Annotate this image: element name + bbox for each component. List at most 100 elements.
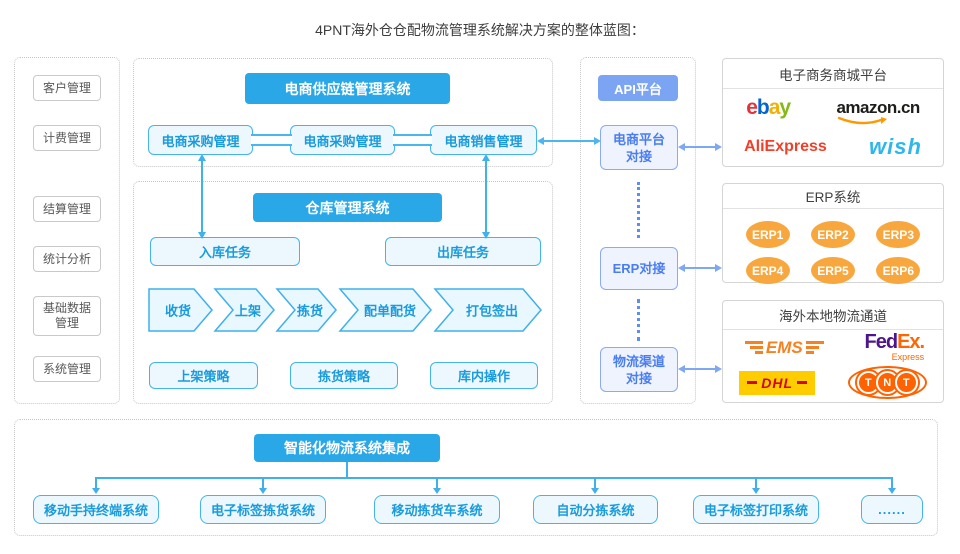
chevron-shape <box>148 288 213 332</box>
double-arrow-sales-api <box>537 137 601 145</box>
ems-text: EMS <box>765 337 803 357</box>
ecommerce-logos: ebay amazon.cn AliExpress wish <box>723 89 943 167</box>
box-connector <box>393 134 432 146</box>
module-box-statistics: 统计分析 <box>33 246 101 272</box>
double-arrow-api-ecommerce <box>678 143 722 151</box>
dhl-text: DHL <box>761 374 794 391</box>
tree-drop-arrow <box>92 479 100 494</box>
module-box-billing: 计费管理 <box>33 125 101 151</box>
api-platform-header: API平台 <box>598 75 678 101</box>
system-box-handheld: 移动手持终端系统 <box>33 495 159 524</box>
fedex-fed: Fed <box>864 331 899 353</box>
strategy-box-inwarehouse: 库内操作 <box>430 362 538 389</box>
erp-oval: ERP3 <box>876 221 921 248</box>
strategy-box-shelving: 上架策略 <box>149 362 258 389</box>
erp-oval: ERP2 <box>810 221 855 248</box>
ebay-letter: y <box>779 96 791 119</box>
double-arrow-vertical-sales-outbound <box>482 154 490 239</box>
module-box-customer: 客户管理 <box>33 75 101 101</box>
tree-drop-arrow <box>433 479 441 494</box>
tnt-circle: T <box>894 371 918 394</box>
integration-panel <box>14 419 938 536</box>
outbound-task-box: 出库任务 <box>385 237 541 266</box>
purchase-box-2: 电商采购管理 <box>290 125 395 155</box>
tree-drop-arrow <box>591 479 599 494</box>
box-connector <box>251 134 292 146</box>
double-arrow-api-logistics <box>678 365 722 373</box>
logo-row: ebay amazon.cn <box>723 96 943 125</box>
dhl-stripe-icon <box>747 381 758 384</box>
double-arrow-api-erp <box>678 264 722 272</box>
dhl-logo: DHL <box>739 370 816 395</box>
module-box-system: 系统管理 <box>33 356 101 382</box>
dhl-stripe-icon <box>797 381 808 384</box>
process-step-receive: 收货 <box>164 303 192 319</box>
aliexpress-logo: AliExpress <box>744 138 827 155</box>
integration-header: 智能化物流系统集成 <box>254 434 440 462</box>
erp-oval: ERP4 <box>745 257 790 284</box>
chevron-shape <box>213 288 275 332</box>
supply-chain-header: 电商供应链管理系统 <box>245 73 450 104</box>
module-box-settlement: 结算管理 <box>33 196 101 222</box>
tree-drop-arrow <box>259 479 267 494</box>
process-flow-arrows <box>148 288 542 332</box>
erp-grid: ERP1 ERP2 ERP3 ERP4 ERP5 ERP6 <box>723 209 943 294</box>
sales-box: 电商销售管理 <box>430 125 537 155</box>
dotted-connector <box>637 182 640 238</box>
ebay-letter: b <box>756 96 770 119</box>
erp-panel-title: ERP系统 <box>723 184 943 209</box>
fedex-logo: FedEx. Express <box>864 331 926 362</box>
chevron-shape <box>338 288 432 332</box>
chevron-shape <box>433 288 542 332</box>
system-box-label-picking: 电子标签拣货系统 <box>200 495 326 524</box>
erp-oval: ERP5 <box>810 257 855 284</box>
process-step-shelve: 上架 <box>234 303 262 319</box>
tree-drop-arrow <box>752 479 760 494</box>
warehouse-panel <box>133 181 553 404</box>
tree-line-vertical <box>346 462 348 478</box>
strategy-box-picking: 拣货策略 <box>290 362 398 389</box>
ecommerce-panel-title: 电子商务商城平台 <box>723 59 943 89</box>
inbound-task-box: 入库任务 <box>150 237 300 266</box>
double-arrow-vertical-purchase-inbound <box>198 154 206 239</box>
ebay-letter: e <box>746 96 758 119</box>
api-logistics-link-label: 物流渠道对接 <box>612 353 665 386</box>
dotted-connector <box>637 299 640 341</box>
system-box-picking-cart: 移动拣货车系统 <box>374 495 500 524</box>
erp-systems-panel: ERP系统 ERP1 ERP2 ERP3 ERP4 ERP5 ERP6 <box>722 183 944 284</box>
ems-logo: EMS <box>742 339 827 356</box>
fedex-ex: Ex <box>897 331 920 353</box>
api-logistics-link-box: 物流渠道对接 <box>600 347 678 392</box>
amazon-smile-icon <box>838 116 888 125</box>
amazon-logo: amazon.cn <box>836 98 920 125</box>
logo-row: EMS FedEx. Express <box>723 332 943 362</box>
erp-oval: ERP1 <box>745 221 790 248</box>
api-erp-link-box: ERP对接 <box>600 247 678 290</box>
fedex-express: Express <box>891 352 925 362</box>
purchase-box-1: 电商采购管理 <box>148 125 253 155</box>
diagram-title: 4PNT海外仓仓配物流管理系统解决方案的整体蓝图： <box>315 22 645 38</box>
ecommerce-platforms-panel: 电子商务商城平台 ebay amazon.cn AliExpress wish <box>722 58 944 167</box>
left-modules-panel <box>14 57 120 404</box>
amazon-text: amazon.cn <box>836 98 920 117</box>
process-step-pick: 拣货 <box>296 303 324 319</box>
logistics-panel-title: 海外本地物流通道 <box>723 301 943 330</box>
erp-oval: ERP6 <box>876 257 921 284</box>
chevron-shape <box>275 288 337 332</box>
warehouse-header: 仓库管理系统 <box>253 193 442 222</box>
supply-chain-panel <box>133 58 553 167</box>
tree-drop-arrow <box>888 479 896 494</box>
system-box-auto-sorting: 自动分拣系统 <box>533 495 658 524</box>
ems-stripes-icon <box>805 340 824 354</box>
api-platform-panel <box>580 57 696 404</box>
wish-logo: wish <box>869 134 922 159</box>
process-step-pack: 打包签出 <box>465 303 519 319</box>
tree-line-horizontal <box>95 477 893 479</box>
api-erp-link-label: ERP对接 <box>612 261 666 276</box>
system-box-label-printing: 电子标签打印系统 <box>693 495 819 524</box>
